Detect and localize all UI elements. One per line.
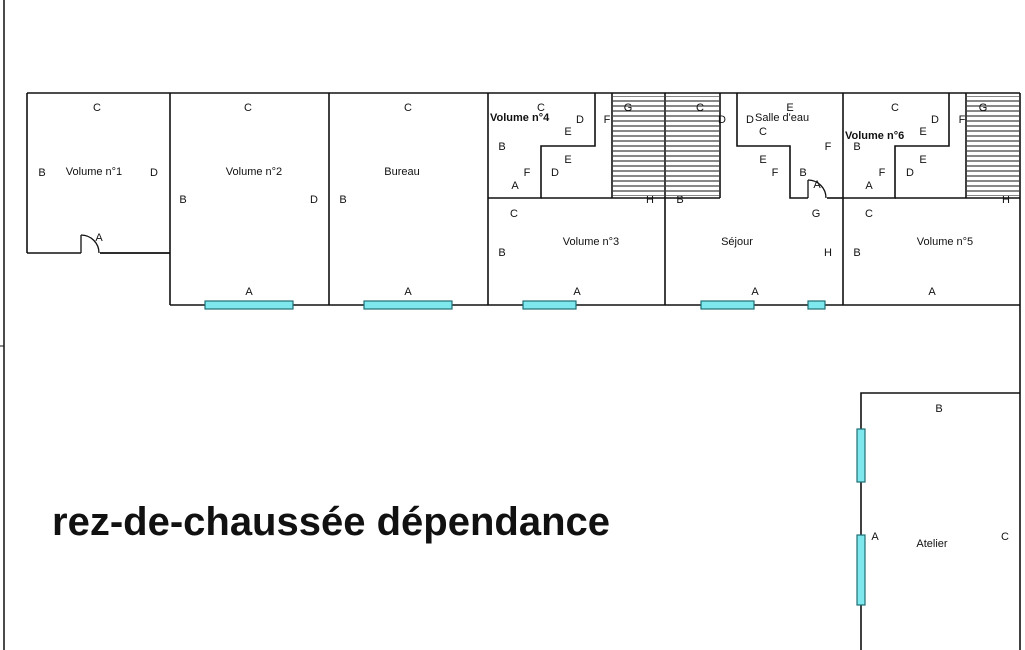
volume4-wall-label: B (498, 141, 505, 153)
room-name-salle-deau: Salle d'eau (755, 112, 809, 124)
stairs (613, 96, 1019, 196)
volume1-wall-label: C (93, 102, 101, 114)
salle-deau-wall-label: C (759, 126, 767, 138)
volume4-walls (488, 93, 596, 199)
doors (80, 179, 827, 254)
salle-deau-walls (736, 93, 808, 199)
volume6-wall-label: D (906, 167, 914, 179)
stairs3-hatch (967, 96, 1019, 196)
volume6-walls (843, 93, 950, 199)
volume6-wall-label: C (891, 102, 899, 114)
volume4-wall-label: D (576, 114, 584, 126)
volume4-wall-label: E (564, 154, 571, 166)
volume6-wall-label: D (931, 114, 939, 126)
wall-labels: A B C D A B C D A B C A B C D E E F D F … (38, 102, 1010, 543)
salle-deau-wall-label: G (812, 208, 821, 220)
room-names: Volume n°1 Volume n°2 Bureau Volume n°4 … (66, 112, 973, 550)
volume4-wall-label: A (511, 180, 519, 192)
salle-deau-wall-label: B (799, 167, 806, 179)
bureau-wall-label: A (404, 286, 412, 298)
page-border (0, 0, 5, 650)
volume2-wall-label: A (245, 286, 253, 298)
door-volume1 (80, 234, 100, 254)
volume1-wall-label: D (150, 167, 158, 179)
atelier-walls (860, 392, 1020, 650)
bureau-wall-label: B (339, 194, 346, 206)
stairs2-wall-label: C (696, 102, 704, 114)
volume6-wall-label: E (919, 154, 926, 166)
walls (26, 92, 1021, 650)
volume3-wall-label: B (498, 247, 505, 259)
stairs2-wall-label: B (676, 194, 683, 206)
windows (204, 300, 866, 606)
volume4-wall-label: C (537, 102, 545, 114)
volume1-wall-label: A (95, 232, 103, 244)
volume6-wall-label: F (879, 167, 886, 179)
volume6-wall-label: B (853, 141, 860, 153)
room-name-atelier: Atelier (916, 538, 948, 550)
volume6-wall-label: E (919, 126, 926, 138)
atelier-wall-label: B (935, 403, 942, 415)
stairs3-wall-label: G (979, 102, 988, 114)
window-volume3 (522, 300, 577, 310)
volume1-wall-label: B (38, 167, 45, 179)
plan-title: rez-de-chaussée dépendance (52, 500, 610, 544)
room-name-bureau: Bureau (384, 166, 419, 178)
window-bureau (363, 300, 453, 310)
room-name-volume1: Volume n°1 (66, 166, 122, 178)
room-name-volume2: Volume n°2 (226, 166, 282, 178)
salle-deau-wall-label: E (786, 102, 793, 114)
stairs1-wall-label: G (624, 102, 633, 114)
room-name-volume5: Volume n°5 (917, 236, 973, 248)
stairs2-wall-label: D (718, 114, 726, 126)
window-volume2 (204, 300, 294, 310)
volume4-wall-label: E (564, 126, 571, 138)
window-atelier-2 (856, 534, 866, 606)
volume2-wall-label: C (244, 102, 252, 114)
atelier-wall-label: C (1001, 531, 1009, 543)
salle-deau-wall-label: A (813, 179, 821, 191)
volume4-wall-label: F (604, 114, 611, 126)
stairs1-hatch (613, 96, 664, 196)
window-atelier-1 (856, 428, 866, 483)
volume4-wall-label: F (524, 167, 531, 179)
sejour-wall-label: H (824, 247, 832, 259)
volume5-wall-label: B (853, 247, 860, 259)
volume3-wall-label: C (510, 208, 518, 220)
stairs3-wall-label: H (1002, 194, 1010, 206)
salle-deau-wall-label: F (825, 141, 832, 153)
atelier-wall-label: A (871, 531, 879, 543)
volume2-wall-label: D (310, 194, 318, 206)
salle-deau-wall-label: E (759, 154, 766, 166)
volume5-wall-label: A (928, 286, 936, 298)
room-name-volume4: Volume n°4 (490, 112, 550, 124)
salle-deau-wall-label: F (772, 167, 779, 179)
room-name-sejour: Séjour (721, 236, 753, 248)
volume6-wall-label: F (959, 114, 966, 126)
salle-deau-wall-label: D (746, 114, 754, 126)
volume5-wall-label: C (865, 208, 873, 220)
stairs2-hatch (666, 96, 719, 196)
volume2-wall-label: B (179, 194, 186, 206)
room-name-volume3: Volume n°3 (563, 236, 619, 248)
volume3-wall-label: A (573, 286, 581, 298)
window-sejour (700, 300, 755, 310)
window-salle-deau (807, 300, 826, 310)
room-name-volume6: Volume n°6 (845, 130, 904, 142)
bureau-wall-label: C (404, 102, 412, 114)
volume6-wall-label: A (865, 180, 873, 192)
sejour-wall-label: A (751, 286, 759, 298)
volume4-wall-label: D (551, 167, 559, 179)
stairs1-wall-label: H (646, 194, 654, 206)
door-salle-deau (807, 179, 827, 199)
